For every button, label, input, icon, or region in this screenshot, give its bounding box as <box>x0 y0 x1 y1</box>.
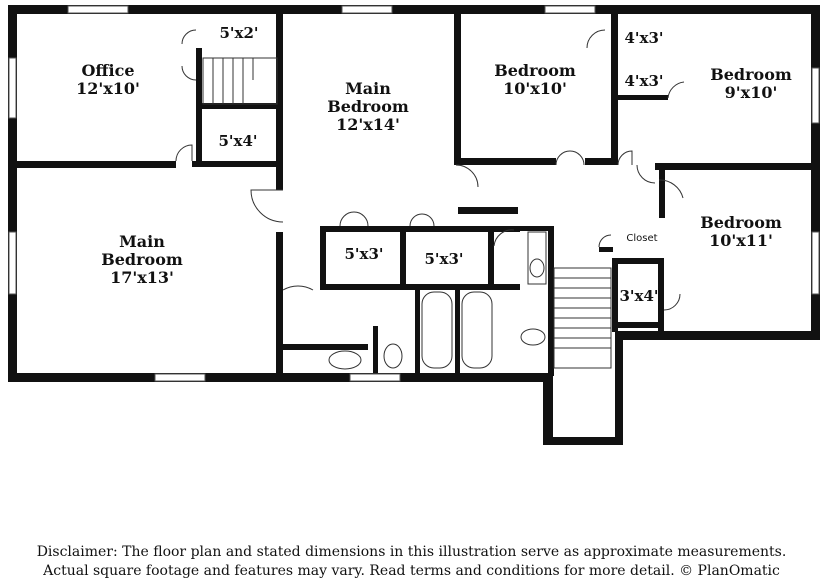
closet-4x3-a-label: 4'x3' <box>624 29 664 47</box>
disclaimer-line-1: Disclaimer: The floor plan and stated di… <box>36 544 787 560</box>
bedroom-top-mid-label: Bedroom 10'x10' <box>494 61 576 98</box>
bathroom-fixtures <box>328 231 547 370</box>
walls <box>8 5 820 445</box>
disclaimer-line-2: Actual square footage and features may v… <box>43 563 780 579</box>
closet-5x4-label: 5'x4' <box>218 132 258 150</box>
windows <box>8 5 820 382</box>
closet-3x4-label: 3'x4' <box>619 287 659 305</box>
door-swings <box>175 29 685 311</box>
bedroom-top-right-label: Bedroom 9'x10' <box>710 65 792 102</box>
main-bedroom-left-label: Main Bedroom 17'x13' <box>101 232 183 287</box>
closet-5x2-label: 5'x2' <box>219 24 259 42</box>
stairs <box>202 57 612 369</box>
closet-4x3-b-label: 4'x3' <box>624 72 664 90</box>
closet-5x3-b-label: 5'x3' <box>424 250 464 268</box>
closet-5x3-a-label: 5'x3' <box>344 245 384 263</box>
main-bedroom-center-label: Main Bedroom 12'x14' <box>327 79 409 134</box>
office-label: Office 12'x10' <box>76 61 140 98</box>
closet-small-label: Closet <box>620 233 664 245</box>
bedroom-right-label: Bedroom 10'x11' <box>700 213 782 250</box>
